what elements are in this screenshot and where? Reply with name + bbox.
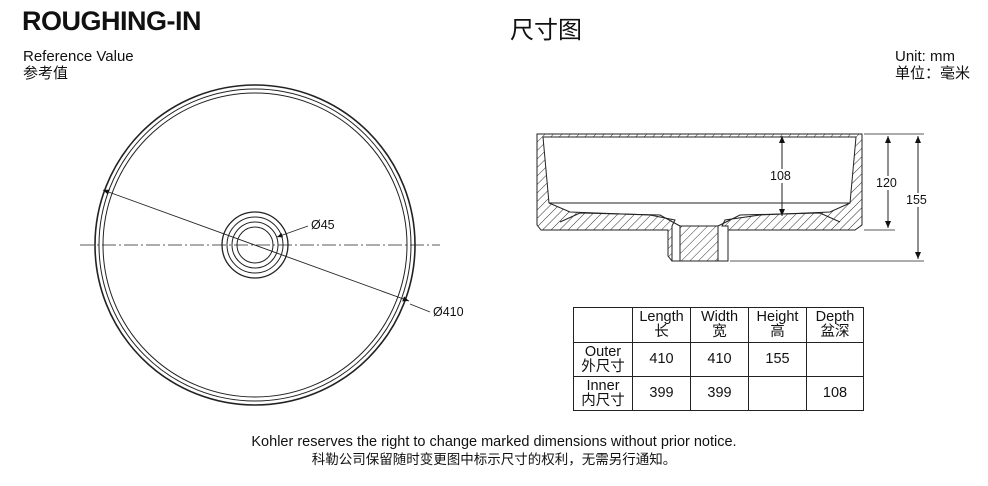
side-view bbox=[536, 133, 924, 262]
table-cell: 410 bbox=[690, 342, 749, 377]
outer-diameter-label: Ø410 bbox=[433, 305, 464, 319]
inner-depth-label: 108 bbox=[770, 169, 791, 183]
reference-label: Reference Value 参考值 bbox=[23, 48, 134, 82]
page-title: ROUGHING-IN bbox=[22, 6, 202, 36]
table-cell: 410 bbox=[632, 342, 691, 377]
table-cell bbox=[806, 342, 864, 377]
table-cell: 399 bbox=[690, 376, 749, 411]
table-cell bbox=[748, 376, 807, 411]
disclaimer-cn: 科勒公司保留随时变更图中标示尺寸的权利，无需另行通知。 bbox=[311, 452, 677, 467]
unit-en: Unit: mm bbox=[894, 48, 955, 65]
unit-label: Unit: mm 单位：毫米 bbox=[895, 48, 970, 82]
disclaimer-en: Kohler reserves the right to change mark… bbox=[251, 434, 737, 450]
page-title-cn: 尺寸图 bbox=[510, 17, 582, 44]
total-height-label: 155 bbox=[906, 193, 927, 207]
table-cell: 155 bbox=[748, 342, 807, 377]
top-view bbox=[80, 84, 440, 406]
unit-cn: 单位：毫米 bbox=[894, 65, 970, 82]
drain-diameter-label: Ø45 bbox=[311, 218, 335, 232]
body-height-label: 120 bbox=[876, 176, 897, 190]
table-cell: 399 bbox=[632, 376, 691, 411]
reference-en: Reference Value bbox=[23, 48, 134, 65]
reference-cn: 参考值 bbox=[23, 65, 69, 82]
table-cell: 108 bbox=[806, 376, 864, 411]
empty-cell bbox=[573, 307, 633, 343]
